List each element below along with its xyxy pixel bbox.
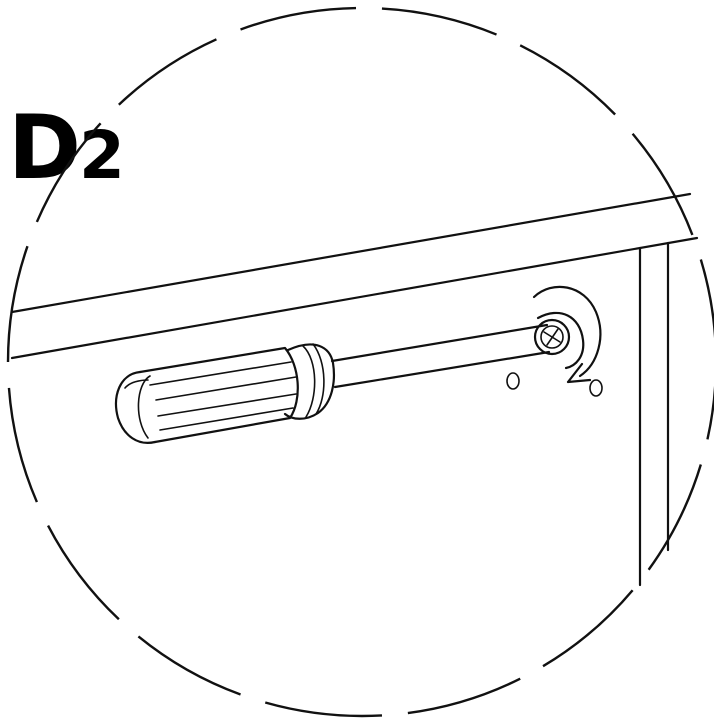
step-number: 2: [79, 117, 125, 194]
screw-icon: [533, 311, 585, 370]
rotation-arrow-icon: [532, 285, 602, 384]
detail-zoom-circle: [6, 6, 714, 718]
step-label: D2: [8, 104, 125, 194]
pilot-hole-right: [589, 379, 603, 397]
screwdriver-icon: [114, 323, 551, 444]
step-letter: D: [8, 96, 81, 199]
pilot-hole-left: [506, 372, 520, 390]
cabinet-panel: [10, 192, 699, 587]
